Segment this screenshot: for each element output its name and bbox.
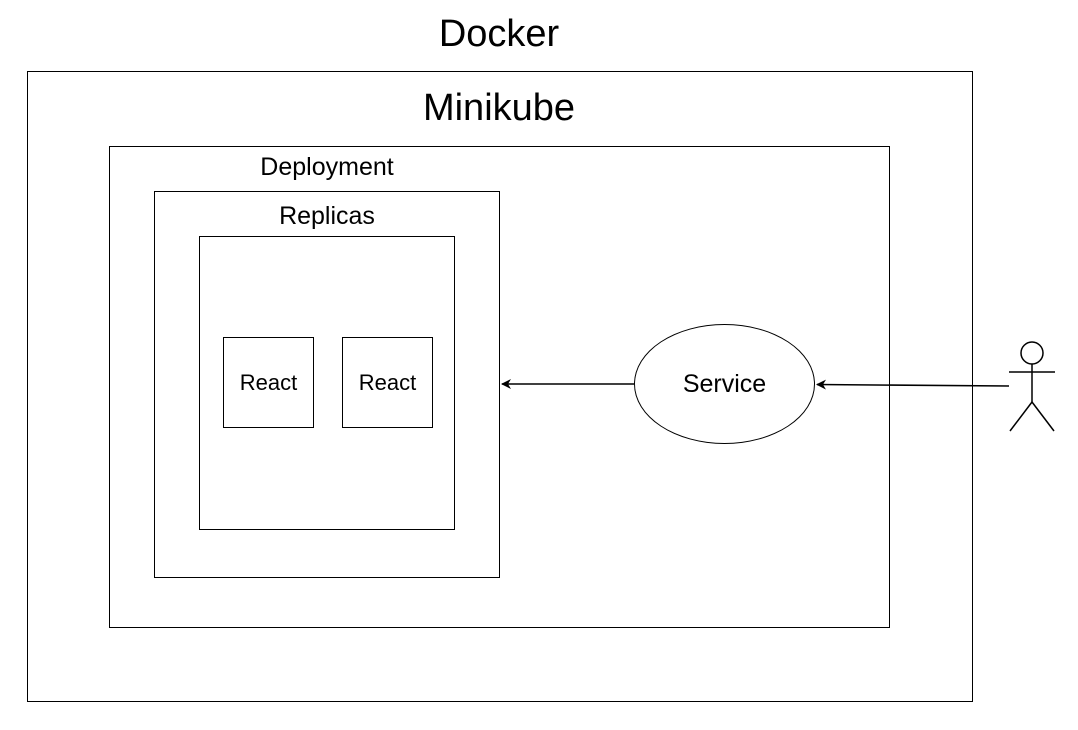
user-icon xyxy=(1009,341,1055,432)
service-node: Service xyxy=(634,324,815,444)
replicas-title: Replicas xyxy=(279,202,375,230)
react-pod-2: React xyxy=(342,337,433,428)
replica-set-box xyxy=(199,236,455,530)
react-pod-label: React xyxy=(358,369,417,395)
service-label: Service xyxy=(682,369,767,398)
minikube-title: Minikube xyxy=(422,87,576,129)
react-pod-1: React xyxy=(223,337,314,428)
react-pod-label: React xyxy=(239,369,298,395)
docker-title: Docker xyxy=(438,13,560,55)
deployment-title: Deployment xyxy=(260,153,394,181)
